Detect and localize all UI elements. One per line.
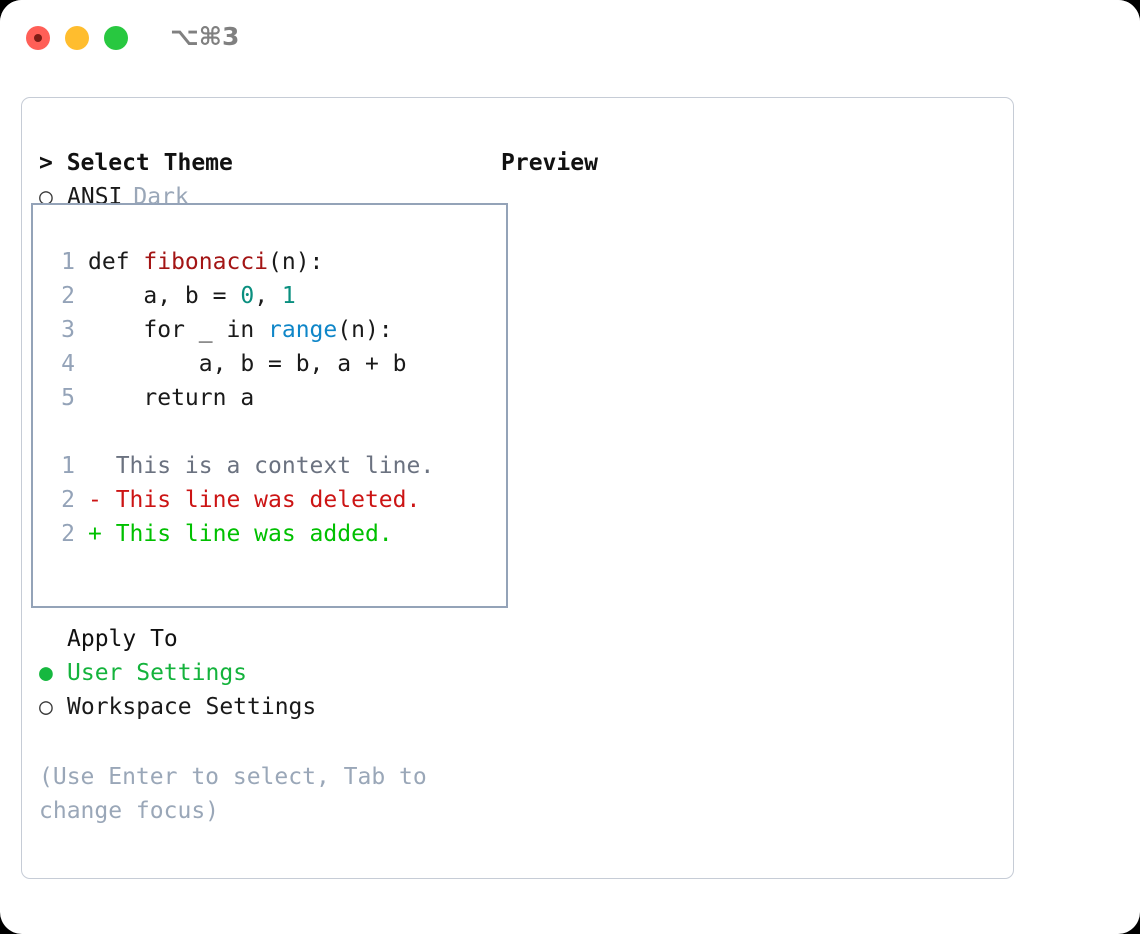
diff-line-deleted: 2 - This line was deleted. xyxy=(49,483,489,517)
code-token-plain: , xyxy=(254,283,282,309)
code-line: 4 a, b = b, a + b xyxy=(49,347,489,381)
code-line: 3 for _ in range(n): xyxy=(49,313,489,347)
code-line-text: a, b = b, a + b xyxy=(88,347,407,381)
diff-lines: 1 This is a context line. 2 - This line wa… xyxy=(49,449,489,551)
minimize-button[interactable] xyxy=(65,26,89,50)
code-token-num: 0 xyxy=(240,283,255,309)
code-token-plain: def xyxy=(88,249,144,275)
keyboard-shortcut-label: ⌥⌘3 xyxy=(170,22,240,51)
title-bar: ⌥⌘3 xyxy=(0,0,1140,78)
code-line-text: for _ in range(n): xyxy=(88,313,393,347)
preview-column: Preview xyxy=(501,146,991,180)
code-token-plain: a, b = xyxy=(88,283,241,309)
diff-line-text: + This line was added. xyxy=(88,521,393,547)
line-number: 1 xyxy=(61,453,75,479)
preview-header: Preview xyxy=(501,150,598,176)
code-token-call: range xyxy=(268,317,338,343)
code-line: 5 return a xyxy=(49,381,489,415)
window-controls xyxy=(26,26,128,50)
line-number: 2 xyxy=(61,487,75,513)
diff-line-added: 2 + This line was added. xyxy=(49,517,489,551)
diff-line-text: - This line was deleted. xyxy=(88,487,421,513)
apply-to-option-user-settings[interactable]: ● User Settings xyxy=(39,656,479,690)
keyboard-hint-text: (Use Enter to select, Tab to change focu… xyxy=(39,764,427,824)
code-token-plain: return a xyxy=(88,385,255,411)
radio-unselected-icon: ○ xyxy=(39,694,53,720)
diff-line-text: This is a context line. xyxy=(88,453,435,479)
code-diff-separator xyxy=(49,415,489,449)
code-token-plain: for _ in xyxy=(88,317,269,343)
code-token-plain: (n): xyxy=(268,249,324,275)
apply-to-option-label: User Settings xyxy=(67,660,248,686)
line-number: 5 xyxy=(61,385,75,411)
line-number: 4 xyxy=(61,351,75,377)
code-line: 1 def fibonacci(n): xyxy=(49,245,489,279)
line-number: 1 xyxy=(61,249,75,275)
code-line-text: a, b = 0, 1 xyxy=(88,279,296,313)
close-button[interactable] xyxy=(26,26,50,50)
code-line: 2 a, b = 0, 1 xyxy=(49,279,489,313)
line-number: 3 xyxy=(61,317,75,343)
code-line-text: def fibonacci(n): xyxy=(88,245,323,279)
code-token-fn: fibonacci xyxy=(143,249,269,275)
apply-to-option-workspace-settings[interactable]: ○ Workspace Settings xyxy=(39,690,479,724)
apply-to-list[interactable]: ● User Settings ○ Workspace Settings xyxy=(39,656,479,724)
line-number: 2 xyxy=(61,283,75,309)
apply-to-header: Apply To xyxy=(67,626,178,652)
select-theme-header: > Select Theme xyxy=(39,150,233,176)
code-token-plain: a, b = b, a + b xyxy=(88,351,407,377)
diff-line-context: 1 This is a context line. xyxy=(49,449,489,483)
code-line-text: return a xyxy=(88,381,254,415)
code-token-num: 1 xyxy=(281,283,296,309)
radio-selected-icon: ● xyxy=(39,660,53,686)
line-number: 2 xyxy=(61,521,75,547)
maximize-button[interactable] xyxy=(104,26,128,50)
apply-to-option-label: Workspace Settings xyxy=(67,694,317,720)
code-token-plain: (n): xyxy=(337,317,393,343)
